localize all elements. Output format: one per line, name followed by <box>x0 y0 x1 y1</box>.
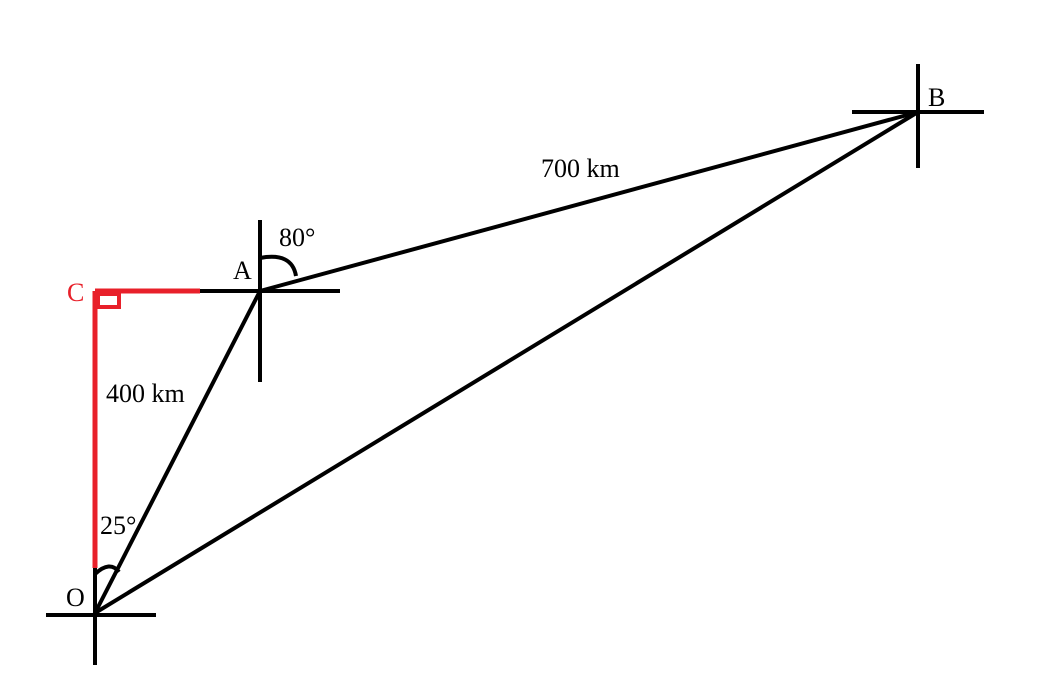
point-label-O: O <box>66 583 85 612</box>
side-AB <box>258 110 920 293</box>
compass-cross-B <box>852 64 984 168</box>
angle-arc-A <box>259 254 298 277</box>
construction-lines <box>92 288 200 568</box>
right-angle-marker <box>96 292 121 309</box>
angle-label-O: 25° <box>100 511 136 540</box>
side-OA <box>93 289 262 615</box>
point-label-A: A <box>233 256 252 285</box>
side-OB <box>93 110 920 615</box>
length-label-AB: 700 km <box>541 154 620 183</box>
angle-arc-O <box>93 564 121 576</box>
compass-cross-A <box>200 220 340 382</box>
point-label-C: C <box>67 278 84 307</box>
point-label-B: B <box>928 83 945 112</box>
angle-label-A: 80° <box>279 223 315 252</box>
compass-cross-O <box>46 568 156 665</box>
triangle-sides <box>93 110 920 615</box>
length-label-OA: 400 km <box>106 379 185 408</box>
